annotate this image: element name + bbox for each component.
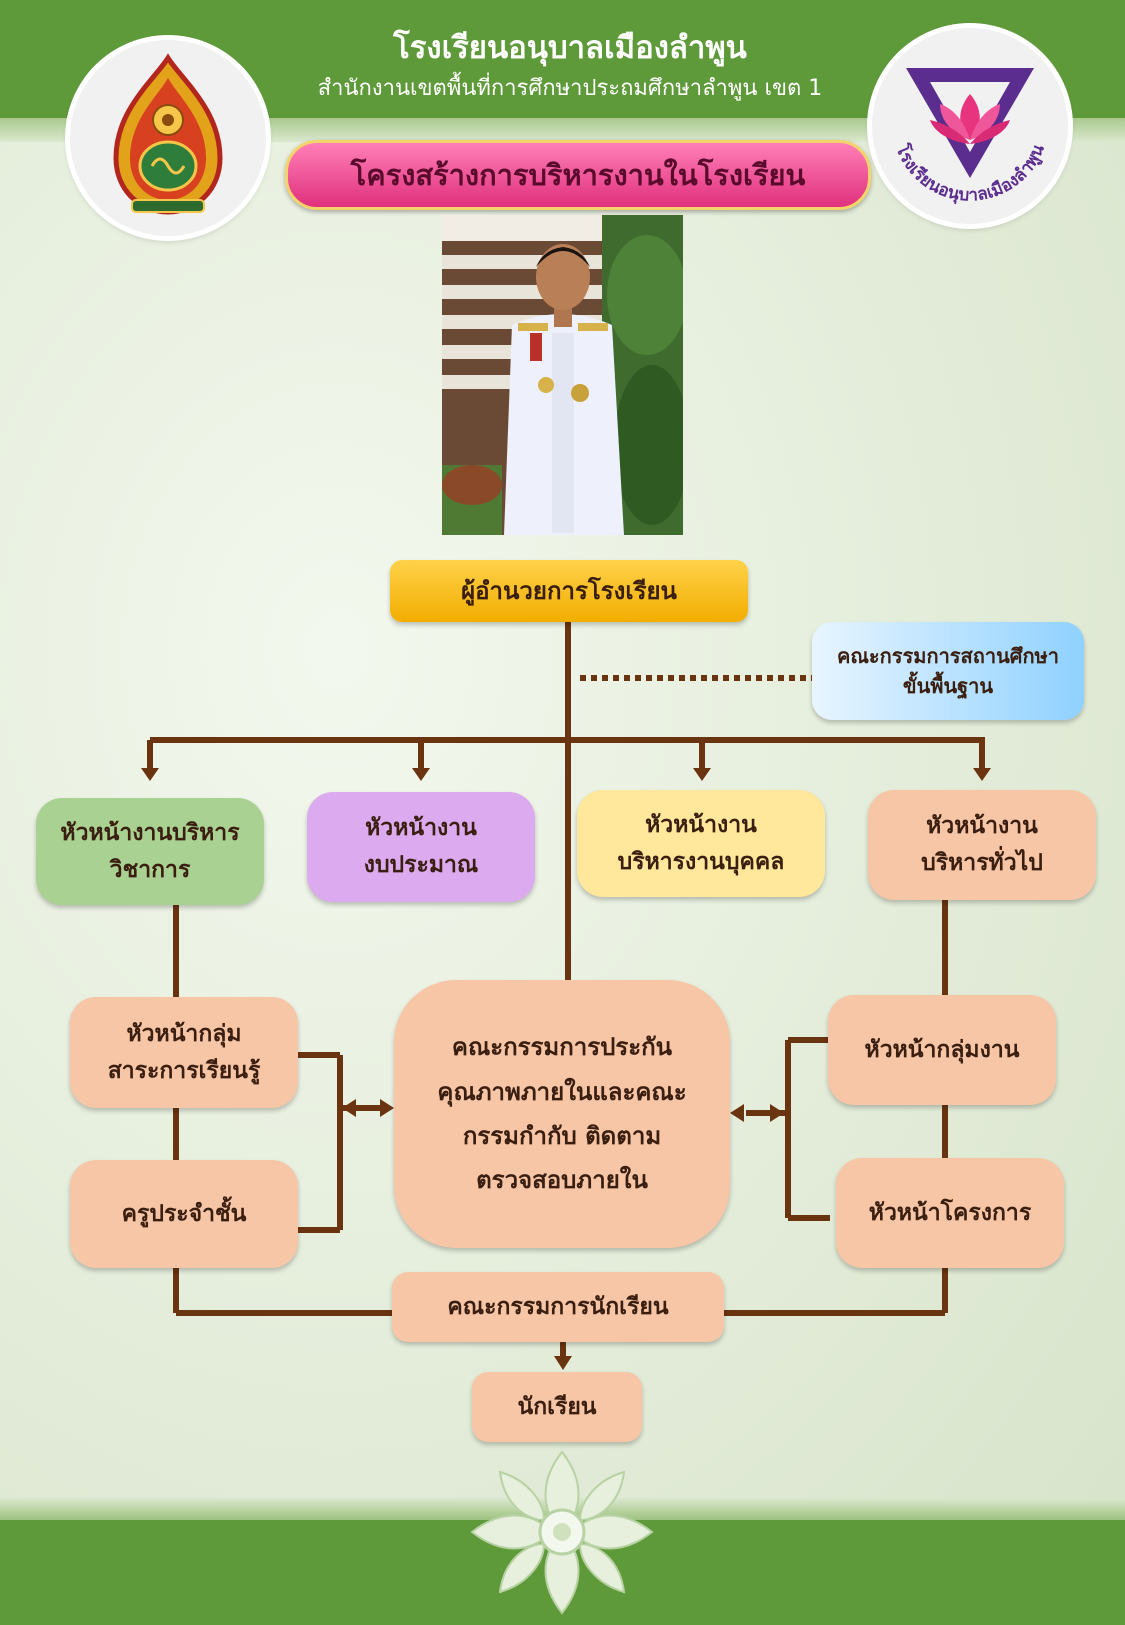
director-portrait-image <box>442 215 683 535</box>
lotus-ornament-icon <box>470 1450 654 1615</box>
personnel-label-line2: บริหารงานบุคคล <box>617 848 785 875</box>
general-label-line2: บริหารทั่วไป <box>921 850 1043 876</box>
homeroom-teacher-box: ครูประจำชั้น <box>70 1160 298 1268</box>
qa-line4: ตรวจสอบภายใน <box>476 1166 648 1195</box>
qa-line1: คณะกรรมการประกัน <box>451 1033 673 1062</box>
school-name: โรงเรียนอนุบาลเมืองลำพูน <box>393 30 747 66</box>
qa-line3: กรรมกำกับ ติดตาม <box>462 1122 662 1150</box>
obec-emblem-icon <box>113 53 223 215</box>
general-label-line1: หัวหน้างาน <box>926 813 1038 840</box>
project-head-box: หัวหน้าโครงการ <box>836 1158 1064 1268</box>
student-council-label: คณะกรรมการนักเรียน <box>447 1293 669 1320</box>
personnel-label-line1: หัวหน้างาน <box>645 811 757 838</box>
director-photo <box>442 215 683 535</box>
budget-head-box: หัวหน้างาน งบประมาณ <box>307 792 535 902</box>
basic-education-board-box: คณะกรรมการสถานศึกษา ขั้นพื้นฐาน <box>812 622 1084 720</box>
internal-qa-committee-box: คณะกรรมการประกัน คุณภาพภายในและคณะ กรรมก… <box>394 980 730 1248</box>
academic-label-line2: วิชาการ <box>109 856 191 883</box>
students-box: นักเรียน <box>472 1372 642 1442</box>
general-admin-head-box: หัวหน้างาน บริหารทั่วไป <box>868 790 1096 900</box>
obec-emblem-logo <box>70 40 266 236</box>
board-label-line1: คณะกรรมการสถานศึกษา <box>837 644 1059 668</box>
board-label-line2: ขั้นพื้นฐาน <box>902 674 994 698</box>
budget-label-line2: งบประมาณ <box>363 852 479 878</box>
learning-area-head-box: หัวหน้ากลุ่ม สาระการเรียนรู้ <box>70 997 298 1108</box>
director-label: ผู้อำนวยการโรงเรียน <box>461 576 677 605</box>
office-name: สำนักงานเขตพื้นที่การศึกษาประถมศึกษาลำพู… <box>317 76 823 101</box>
lotus-icon <box>906 68 1034 178</box>
academic-head-box: หัวหน้างานบริหาร วิชาการ <box>36 798 264 905</box>
student-council-box: คณะกรรมการนักเรียน <box>392 1272 724 1342</box>
learning-group-line1: หัวหน้ากลุ่ม <box>126 1020 242 1047</box>
homeroom-label: ครูประจำชั้น <box>121 1200 247 1227</box>
right-logo-ring-text: โรงเรียนอนุบาลเมืองลำพูน <box>891 140 1049 205</box>
students-label: นักเรียน <box>517 1393 597 1420</box>
personnel-head-box: หัวหน้างาน บริหารงานบุคคล <box>577 790 825 897</box>
director-box: ผู้อำนวยการโรงเรียน <box>390 560 748 622</box>
work-group-label: หัวหน้ากลุ่มงาน <box>864 1036 1020 1063</box>
academic-label-line1: หัวหน้างานบริหาร <box>60 819 240 846</box>
school-lotus-logo: โรงเรียนอนุบาลเมืองลำพูน <box>872 28 1068 224</box>
learning-group-line2: สาระการเรียนรู้ <box>107 1057 261 1084</box>
page-title: โครงสร้างการบริหารงานในโรงเรียน <box>285 140 871 210</box>
project-label: หัวหน้าโครงการ <box>868 1199 1032 1226</box>
qa-line2: คุณภาพภายในและคณะ <box>437 1077 687 1106</box>
budget-label-line1: หัวหน้างาน <box>365 815 477 842</box>
work-group-head-box: หัวหน้ากลุ่มงาน <box>828 995 1056 1105</box>
